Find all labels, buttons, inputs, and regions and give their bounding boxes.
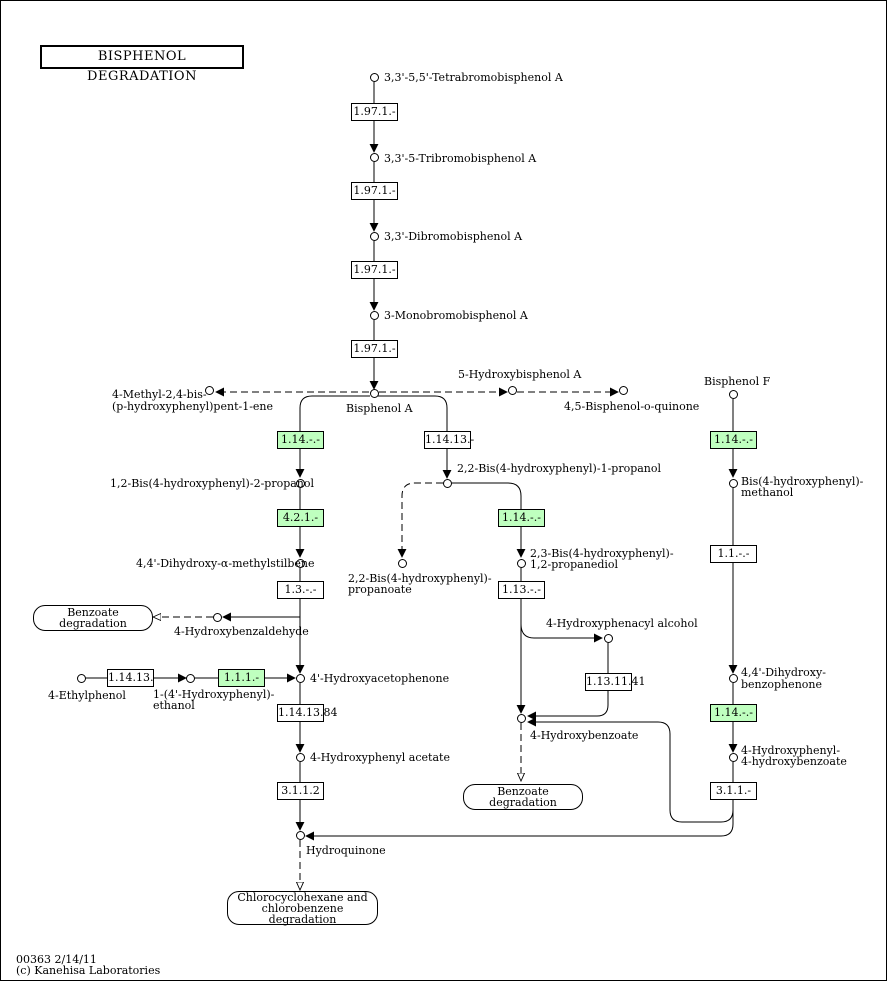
node-propanediol[interactable] [517,559,526,568]
label-hp-ethanol-2: ethanol [153,699,195,712]
enzyme-box-e8[interactable]: 4.2.1.- [277,509,324,527]
enzyme-box-e5[interactable]: 1.14.-.- [277,431,324,449]
label-hydroxybenzoate: 4-Hydroxybenzoate [530,729,639,742]
map-link-chloro-line1: Chlorocyclohexane and [237,890,368,904]
label-bisphenol-f: Bisphenol F [704,375,771,388]
node-stilbene[interactable] [296,559,305,568]
node-bisphenol-f[interactable] [729,390,738,399]
node-bis-1-propanol[interactable] [443,479,452,488]
enzyme-box-e6[interactable]: 1.14.13.- [424,431,474,449]
label-propanediol-2: 1,2-propanediol [530,558,619,571]
label-hydroxybenzaldehyde: 4-Hydroxybenzaldehyde [174,625,309,638]
label-hydroquinone: Hydroquinone [306,844,386,857]
label-benzophenone-2: benzophenone [741,678,822,691]
map-link-benzoate-left[interactable]: Benzoate degradation [33,605,153,631]
label-dibromo: 3,3'-Dibromobisphenol A [384,230,523,243]
label-hp-hb-1: 4-Hydroxyphenyl- [741,744,841,757]
edge-bpa-2propanol [295,395,370,478]
node-hp-acetate[interactable] [296,753,305,762]
edge-hphb-hq [305,762,734,841]
node-tribromo[interactable] [370,153,379,162]
label-hp-acetate: 4-Hydroxyphenyl acetate [310,751,450,764]
node-benzophenone[interactable] [729,674,738,683]
node-quinone[interactable] [619,386,628,395]
enzyme-box-e2[interactable]: 1.97.1.- [351,182,398,200]
label-quinone: 4,5-Bisphenol-o-quinone [564,400,700,413]
node-hp-hb[interactable] [729,753,738,762]
node-hydroxybenzaldehyde[interactable] [213,613,222,622]
map-link-benzoate-right[interactable]: Benzoate degradation [463,784,583,810]
label-methyl-bis-2: (p-hydroxyphenyl)pent-1-ene [112,400,274,413]
edge-1propanol-propanoate [397,482,443,558]
enzyme-box-e7[interactable]: 1.14.-.- [710,431,757,449]
label-ethylphenol: 4-Ethylphenol [48,689,126,702]
label-tetrabromo: 3,3'-5,5'-Tetrabromobisphenol A [384,71,563,84]
footer-id: 00363 2/14/11 [16,953,97,966]
label-tribromo: 3,3'-5-Tribromobisphenol A [384,152,537,165]
enzyme-box-e17[interactable]: 1.14.-.- [710,704,757,722]
node-hydroxy-bpa[interactable] [508,386,517,395]
label-monobromo: 3-Monobromobisphenol A [384,309,528,322]
enzyme-box-e13[interactable]: 1.14.13.- [107,669,157,687]
edge-propanediol-phenacyl [520,623,603,643]
enzyme-box-e12[interactable]: 1.13.-.- [498,581,545,599]
label-benzophenone-1: 4,4'-Dihydroxy- [741,666,826,679]
label-stilbene: 4,4'-Dihydroxy-α-methylstilbene [136,557,315,570]
enzyme-box-e14[interactable]: 1.1.1.- [218,669,265,687]
enzyme-box-e11[interactable]: 1.3.-.- [277,581,324,599]
label-methyl-bis-1: 4-Methyl-2,4-bis- [112,388,207,401]
map-link-chlorocyclohexane[interactable]: Chlorocyclohexane and chlorobenzene degr… [227,891,378,925]
enzyme-box-e15[interactable]: 1.13.11.41 [585,673,645,691]
label-hp-hb-2: 4-hydroxybenzoate [741,755,847,768]
map-link-chloro-line2: chlorobenzene degradation [261,901,344,926]
node-dibromo[interactable] [370,232,379,241]
label-propanoate-1: 2,2-Bis(4-hydroxyphenyl)- [348,572,492,585]
edge-hphb-hb [527,717,734,823]
enzyme-box-e9[interactable]: 1.14.-.- [498,509,545,527]
node-hydroquinone[interactable] [296,831,305,840]
enzyme-box-e10[interactable]: 1.1.-.- [710,545,757,563]
enzyme-box-e1[interactable]: 1.97.1.- [351,103,398,121]
node-methyl-bis[interactable] [205,386,214,395]
edge-bpa-1propanol [378,395,452,479]
label-bis-methanol-1: Bis(4-hydroxyphenyl)- [741,475,864,488]
label-bis-methanol-2: methanol [741,486,794,499]
label-bis-2-propanol: 1,2-Bis(4-hydroxyphenyl)-2-propanol [110,477,315,490]
enzyme-box-e4[interactable]: 1.97.1.- [351,340,398,358]
label-hp-ethanol-1: 1-(4'-Hydroxyphenyl)- [153,688,275,701]
node-bis-2-propanol[interactable] [296,479,305,488]
label-bisphenol-a: Bisphenol A [346,402,413,415]
node-ethylphenol[interactable] [77,674,86,683]
label-bis-1-propanol: 2,2-Bis(4-hydroxyphenyl)-1-propanol [457,462,662,475]
enzyme-box-e18[interactable]: 3.1.1.2 [277,782,324,800]
node-bis-methanol[interactable] [729,479,738,488]
node-bisphenol-a[interactable] [370,389,379,398]
enzyme-box-e19[interactable]: 3.1.1.- [710,782,757,800]
node-hydroxyphenacyl[interactable] [604,634,613,643]
node-propanoate[interactable] [398,559,407,568]
node-hp-ethanol[interactable] [186,674,195,683]
node-hydroxybenzoate[interactable] [517,714,526,723]
pathway-title: BISPHENOL DEGRADATION [40,45,244,84]
label-hydroxy-bpa: 5-Hydroxybisphenol A [458,368,582,381]
edge-phenacyl-hb [527,643,609,721]
label-propanoate-2: propanoate [348,583,412,596]
node-acetophenone[interactable] [296,674,305,683]
enzyme-box-e3[interactable]: 1.97.1.- [351,261,398,279]
enzyme-box-e16[interactable]: 1.14.13.84 [277,704,337,722]
label-propanediol-1: 2,3-Bis(4-hydroxyphenyl)- [530,547,674,560]
edge-1propanol-propanediol [452,482,526,558]
node-monobromo[interactable] [370,311,379,320]
footer-copyright: (c) Kanehisa Laboratories [16,964,161,977]
node-tetrabromo[interactable] [370,73,379,82]
label-acetophenone: 4'-Hydroxyacetophenone [310,672,450,685]
label-hydroxyphenacyl: 4-Hydroxyphenacyl alcohol [546,617,698,630]
